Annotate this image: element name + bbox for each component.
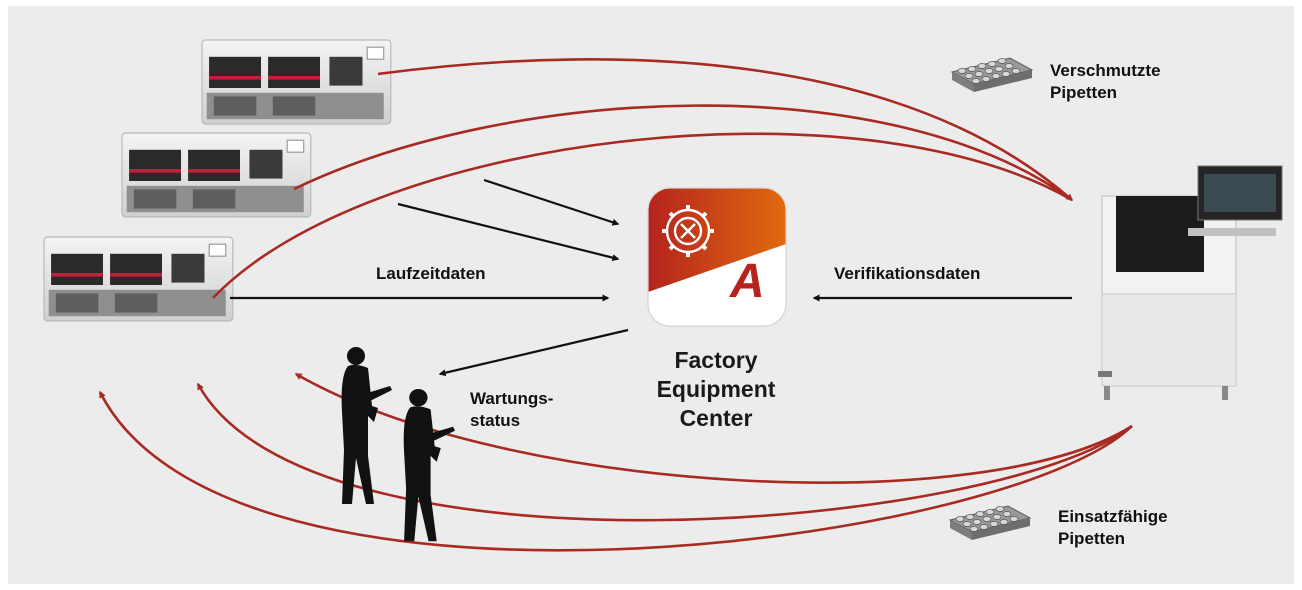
- dirty-nozzle-flow-arrows: [212, 58, 1074, 299]
- diagram-canvas: A Factory Equipment Center Laufzeitdaten…: [8, 6, 1294, 584]
- center-title-line-3: Center: [679, 404, 753, 431]
- flow-diagram: [43, 39, 1283, 552]
- ready-nozzles-label: Einsatzfähige Pipetten: [1058, 506, 1168, 551]
- nozzle-cleaning-station-icon: [1098, 165, 1283, 400]
- gear-icon: [662, 205, 714, 257]
- ready-nozzles-line-2: Pipetten: [1058, 529, 1126, 549]
- runtime-data-label: Laufzeitdaten: [376, 264, 486, 283]
- verification-data-label: Verifikationsdaten: [834, 264, 981, 283]
- dirty-nozzles-line-1: Verschmutzte: [1050, 61, 1161, 80]
- center-title: Factory Equipment Center: [616, 346, 816, 432]
- app-letter: A: [730, 255, 765, 308]
- maintenance-status-line-1: Wartungs-: [470, 389, 554, 408]
- gear-with-tools-app-icon: [647, 187, 787, 327]
- dirty-nozzles-label: Verschmutzte Pipetten: [1050, 60, 1161, 105]
- center-title-line-1: Factory: [674, 347, 758, 373]
- clean-nozzle-flow-arrows: [98, 372, 1133, 552]
- dirty-nozzles-line-2: Pipetten: [1050, 83, 1118, 103]
- maintenance-status-label: Wartungs- status: [470, 388, 553, 433]
- placement-machine-icon: [43, 39, 392, 322]
- center-title-line-2: Equipment: [656, 375, 776, 402]
- ready-nozzles-line-1: Einsatzfähige: [1058, 507, 1168, 526]
- technician-silhouette-icon: [341, 347, 456, 542]
- maintenance-status-line-2: status: [470, 411, 521, 431]
- data-flow-arrows: [230, 178, 1072, 377]
